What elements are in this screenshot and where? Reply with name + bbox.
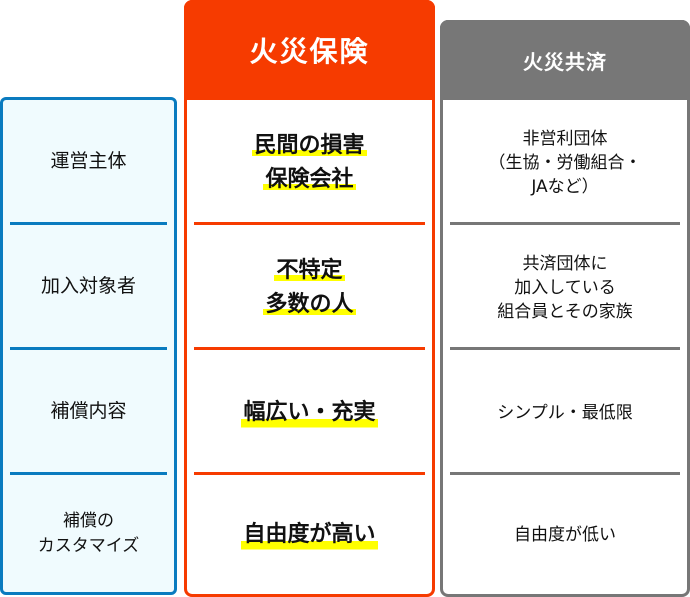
cell-text: シンプル・最低限 [497,402,633,423]
cell-text: 自由度が低い [514,524,616,545]
divider [10,347,167,350]
cell-text: 非営利団体 [522,128,608,149]
column-title: 火災保険 [249,35,370,68]
divider [194,222,425,225]
cell-text: 組合員とその家族 [497,301,633,322]
row-labels-column: 運営主体 加入対象者 補償内容 補償の カスタマイズ [0,97,177,595]
divider [450,222,680,225]
highlighted-text: 民間の損害 [252,132,367,158]
cell-text: JAなど） [531,176,599,197]
divider [450,347,680,350]
mutual-operator: 非営利団体 （生協・労働組合・ JAなど） [443,100,687,225]
label-text: 補償の [63,510,114,531]
insurance-coverage: 幅広い・充実 [187,350,432,475]
divider [194,472,425,475]
label-coverage: 補償内容 [3,350,174,472]
divider [10,472,167,475]
divider [194,347,425,350]
cell-text: 加入している [514,277,616,298]
column-title: 火災共済 [523,49,607,74]
label-text: 運営主体 [50,149,127,172]
cell-text: 共済団体に [522,253,608,274]
divider [10,222,167,225]
insurance-operator: 民間の損害 保険会社 [187,100,432,225]
fire-mutual-aid-column: 火災共済 非営利団体 （生協・労働組合・ JAなど） 共済団体に 加入している … [440,20,690,597]
highlighted-text: 幅広い・充実 [241,395,378,430]
mutual-coverage: シンプル・最低限 [443,350,687,475]
insurance-eligibility: 不特定 多数の人 [187,225,432,350]
label-operator: 運営主体 [3,100,174,222]
highlighted-text: 不特定 [274,257,345,283]
mutual-customization: 自由度が低い [443,475,687,594]
fire-insurance-column: 火災保険 民間の損害 保険会社 不特定 多数の人 幅広い・充実 自由度が高い [184,0,435,597]
highlighted-text: 自由度が高い [241,517,378,552]
label-text: カスタマイズ [37,535,140,556]
label-text: 補償内容 [50,399,127,422]
label-customization: 補償の カスタマイズ [3,475,174,592]
highlighted-text: 多数の人 [263,291,356,317]
fire-mutual-aid-header: 火災共済 [440,20,690,100]
divider [450,472,680,475]
fire-insurance-header: 火災保険 [184,0,435,100]
insurance-customization: 自由度が高い [187,475,432,594]
cell-text: （生協・労働組合・ [488,152,642,173]
highlighted-text: 保険会社 [263,166,356,192]
label-eligibility: 加入対象者 [3,225,174,347]
label-text: 加入対象者 [40,274,136,297]
mutual-eligibility: 共済団体に 加入している 組合員とその家族 [443,225,687,350]
